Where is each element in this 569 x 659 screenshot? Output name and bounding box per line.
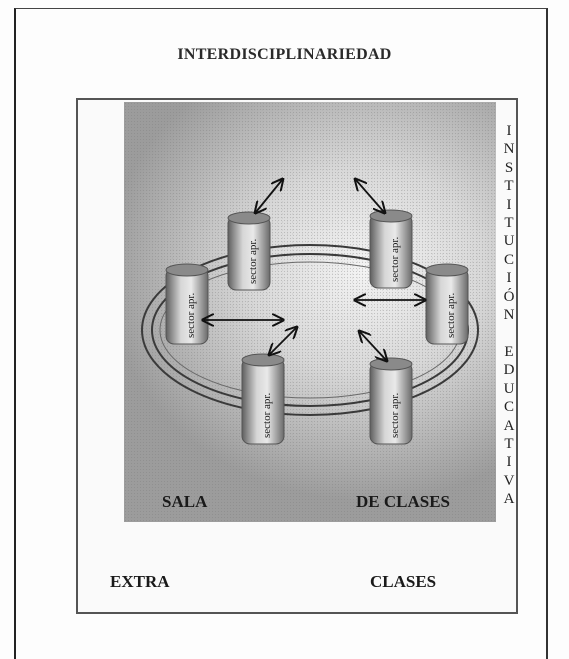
de-clases-label: DE CLASES bbox=[356, 492, 451, 511]
sector-label: sector apr. bbox=[261, 393, 273, 438]
sector-bottom-left: sector apr. bbox=[241, 353, 285, 445]
sector-label: sector apr. bbox=[389, 393, 401, 438]
institution-letter: N bbox=[503, 307, 515, 324]
ring-outer bbox=[141, 244, 479, 416]
sector-left: sector apr. bbox=[165, 263, 209, 345]
institution-letter: A bbox=[503, 491, 515, 508]
institution-letter bbox=[498, 324, 520, 342]
sector-top-left: sector apr. bbox=[227, 211, 271, 291]
institution-letter: U bbox=[503, 380, 515, 397]
institution-letter: U bbox=[503, 233, 515, 250]
arrow-bottom-right bbox=[360, 332, 386, 360]
institution-letter: V bbox=[503, 472, 515, 489]
diagram-title: INTERDISCIPLINARIEDAD bbox=[177, 46, 392, 63]
institution-letter: C bbox=[503, 251, 514, 268]
sector-bottom-right: sector apr. bbox=[369, 357, 413, 445]
sector-label: sector apr. bbox=[389, 237, 401, 282]
clases-label: CLASES bbox=[370, 572, 437, 591]
institution-letter: I bbox=[506, 454, 512, 471]
sector-right: sector apr. bbox=[425, 263, 469, 345]
institution-letter: D bbox=[503, 362, 515, 379]
outer-frame bbox=[14, 8, 548, 659]
sala-label: SALA bbox=[162, 492, 208, 511]
institution-letter: I bbox=[506, 196, 512, 213]
institution-letter: A bbox=[503, 417, 515, 434]
institution-letter: T bbox=[504, 215, 514, 232]
extra-label: EXTRA bbox=[110, 572, 170, 591]
sector-label: sector apr. bbox=[247, 239, 259, 284]
sector-label: sector apr. bbox=[445, 293, 457, 338]
arrow-bottom-left bbox=[270, 328, 296, 354]
institution-letter: N bbox=[503, 141, 515, 158]
arrow-top-left bbox=[256, 180, 282, 212]
institution-letter: E bbox=[504, 343, 514, 360]
institution-letter: T bbox=[504, 435, 514, 452]
sector-top-right: sector apr. bbox=[369, 209, 413, 289]
institution-letter: I bbox=[506, 270, 512, 287]
institution-letter: S bbox=[504, 159, 514, 176]
institution-letter: T bbox=[504, 178, 514, 195]
arrow-top-right bbox=[356, 180, 384, 212]
institution-letter: I bbox=[506, 123, 512, 139]
institution-letter: Ó bbox=[503, 288, 515, 305]
institution-letter: C bbox=[503, 399, 514, 416]
sector-label: sector apr. bbox=[185, 293, 197, 338]
